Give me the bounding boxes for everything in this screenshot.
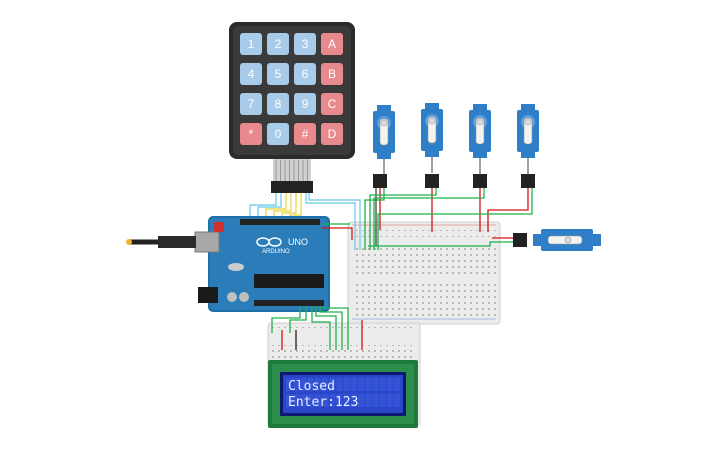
keypad-key-#[interactable]: # (294, 123, 316, 145)
keypad-key-label: 6 (302, 67, 309, 81)
keypad-key-label: 7 (248, 97, 255, 111)
keypad-key-9[interactable]: 9 (294, 93, 316, 115)
usb-cable (126, 236, 196, 248)
arduino-uno-board[interactable]: UNO ARDUINO (194, 216, 330, 312)
keypad-key-4[interactable]: 4 (240, 63, 262, 85)
keypad-4x4[interactable]: 1 2 3 A 4 5 6 B 7 8 9 C * 0 # D (229, 22, 355, 193)
main-breadboard[interactable] (347, 221, 501, 325)
servo-motor-2[interactable] (421, 103, 443, 173)
servo-motor-1[interactable] (373, 105, 395, 175)
lcd-line-1: Closed (288, 379, 335, 394)
keypad-key-label: 3 (302, 37, 309, 51)
keypad-key-2[interactable]: 2 (267, 33, 289, 55)
keypad-key-label: 2 (275, 37, 282, 51)
keypad-key-label: 8 (275, 97, 282, 111)
keypad-key-label: D (328, 127, 337, 141)
keypad-key-8[interactable]: 8 (267, 93, 289, 115)
keypad-key-D[interactable]: D (321, 123, 343, 145)
keypad-key-*[interactable]: * (240, 123, 262, 145)
servo-connectors (373, 174, 535, 247)
keypad-key-label: # (302, 127, 309, 141)
keypad-key-label: 5 (275, 67, 282, 81)
lcd-display[interactable]: Closed Enter:123 (268, 360, 418, 428)
keypad-key-7[interactable]: 7 (240, 93, 262, 115)
servo-motor-3[interactable] (469, 104, 491, 174)
keypad-key-0[interactable]: 0 (267, 123, 289, 145)
keypad-key-C[interactable]: C (321, 93, 343, 115)
arduino-brand-label: ARDUINO (262, 249, 290, 255)
keypad-key-1[interactable]: 1 (240, 33, 262, 55)
keypad-key-label: 4 (248, 67, 255, 81)
keypad-key-label: B (328, 67, 336, 81)
keypad-key-label: 9 (302, 97, 309, 111)
keypad-key-label: * (249, 127, 254, 141)
keypad-key-3[interactable]: 3 (294, 33, 316, 55)
keypad-key-A[interactable]: A (321, 33, 343, 55)
keypad-key-6[interactable]: 6 (294, 63, 316, 85)
servo-motor-5[interactable] (533, 229, 601, 251)
keypad-key-label: C (328, 97, 337, 111)
keypad-key-label: A (328, 37, 336, 51)
keypad-key-B[interactable]: B (321, 63, 343, 85)
servo-motor-4[interactable] (517, 104, 539, 174)
arduino-model-label: UNO (288, 237, 308, 247)
keypad-key-5[interactable]: 5 (267, 63, 289, 85)
keypad-key-label: 0 (275, 127, 282, 141)
servo-group (373, 103, 601, 251)
keypad-wires (249, 193, 361, 250)
keypad-key-label: 1 (248, 37, 255, 51)
lcd-line-2: Enter:123 (288, 395, 358, 410)
servo-wires (271, 188, 533, 350)
